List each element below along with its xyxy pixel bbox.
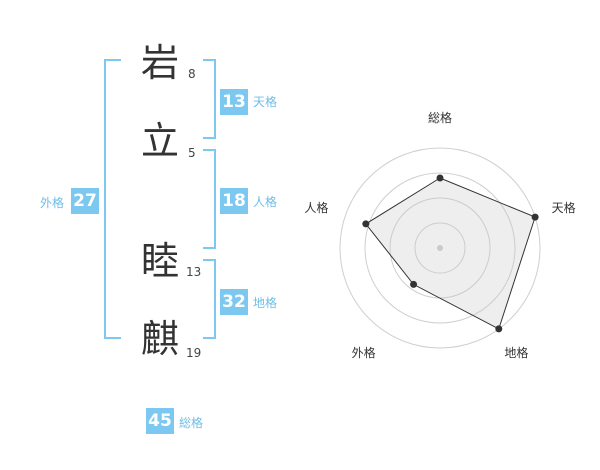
name-char-4: 麒 <box>140 317 179 361</box>
radar-center <box>437 245 443 251</box>
tenkaku-label: 天格 <box>253 95 278 109</box>
radar-axis-label: 天格 <box>552 200 576 215</box>
jinkaku-bracket <box>203 149 216 249</box>
stroke-count-2: 5 <box>188 146 196 160</box>
radar-polygon <box>365 177 536 330</box>
gaikaku-value: 27 <box>71 188 99 214</box>
radar-point <box>410 280 418 288</box>
radar-point <box>362 220 370 228</box>
chikaku-value: 32 <box>220 289 248 315</box>
stroke-count-3: 13 <box>186 265 202 279</box>
gaikaku-label: 外格 <box>40 196 65 210</box>
chikaku-bracket <box>203 259 216 339</box>
soukaku-label: 総格 <box>179 416 204 430</box>
radar-point <box>495 325 503 333</box>
name-char-2: 立 <box>140 119 179 163</box>
jinkaku-value: 18 <box>220 188 248 214</box>
radar-axis-label: 地格 <box>504 345 528 360</box>
tenkaku-value: 13 <box>220 89 248 115</box>
radar-points <box>362 174 539 333</box>
radar-ring <box>339 147 541 349</box>
chikaku-label: 地格 <box>253 296 278 310</box>
radar-ring <box>414 222 466 274</box>
stroke-count-1: 8 <box>188 67 196 81</box>
radar-point <box>531 213 539 221</box>
tenkaku-bracket <box>203 59 216 139</box>
radar-axis-label: 人格 <box>304 200 328 215</box>
soukaku-value: 45 <box>146 408 174 434</box>
radar-ring <box>364 172 516 324</box>
stroke-count-4: 19 <box>186 346 202 360</box>
gaikaku-bracket <box>104 59 121 339</box>
radar-axis-label: 総格 <box>428 110 452 125</box>
radar-axis-label: 外格 <box>352 345 376 360</box>
jinkaku-label: 人格 <box>253 195 278 209</box>
radar-point <box>436 174 444 182</box>
radar-series <box>365 177 536 330</box>
name-char-3: 睦 <box>140 239 179 283</box>
name-char-1: 岩 <box>140 41 179 85</box>
